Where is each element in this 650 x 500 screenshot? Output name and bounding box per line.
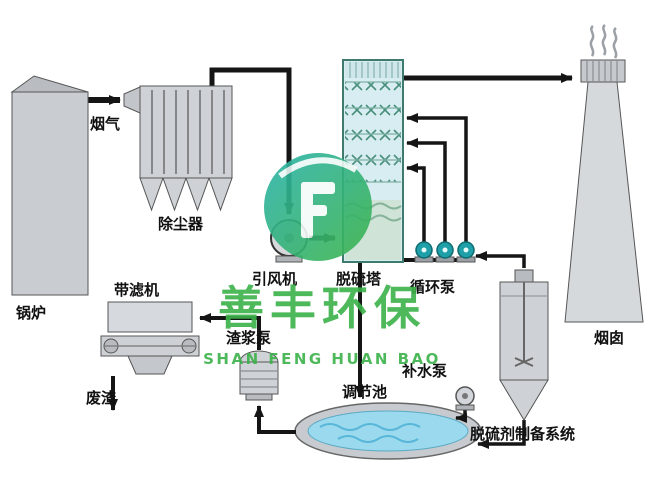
smoke-icon bbox=[589, 25, 595, 57]
chimney bbox=[564, 24, 644, 323]
prep-system-label: 脱硫剂制备系统 bbox=[470, 425, 575, 443]
chimney-label: 烟囱 bbox=[594, 329, 624, 347]
tower-demister bbox=[345, 62, 401, 78]
tray-lines bbox=[345, 81, 401, 183]
chimney-cap bbox=[580, 59, 626, 83]
id-fan-label: 引风机 bbox=[252, 270, 297, 288]
watermark: 善丰环保 SHAN FENG HUAN BAO bbox=[203, 153, 441, 368]
pump-eye bbox=[442, 247, 448, 253]
desulfurizer-prep-tank bbox=[499, 269, 549, 421]
waste-residue-label: 废渣 bbox=[86, 389, 117, 407]
pipe-circulation-1 bbox=[406, 163, 426, 243]
brand-name-en: SHAN FENG HUAN BAO bbox=[203, 350, 441, 368]
pipe-pool-to-slurry-pump bbox=[254, 405, 296, 434]
dust-collector-label: 除尘器 bbox=[158, 215, 204, 233]
hopper bbox=[162, 177, 187, 212]
smoke-icon bbox=[601, 24, 607, 56]
pool-water bbox=[307, 410, 469, 452]
belt-filter-base bbox=[127, 355, 173, 375]
slurry-pump-label: 渣浆泵 bbox=[226, 329, 271, 347]
adjustment-pool bbox=[294, 402, 482, 460]
pool-wave bbox=[319, 423, 421, 431]
slurry-pump bbox=[239, 350, 279, 401]
pipe-prep-to-pool bbox=[477, 420, 526, 449]
circulation-pumps bbox=[414, 241, 476, 263]
hopper bbox=[139, 177, 164, 212]
smoke-icon bbox=[612, 27, 618, 59]
pool-wave bbox=[337, 435, 419, 443]
slurry-pump-dome bbox=[239, 350, 279, 363]
hopper bbox=[185, 177, 210, 212]
pump-eye bbox=[421, 247, 427, 253]
logo-letter-f-icon bbox=[301, 182, 335, 238]
slurry-pump-body bbox=[239, 361, 279, 395]
logo-swoosh-icon bbox=[278, 157, 358, 179]
prep-tank-cone bbox=[499, 379, 549, 421]
pump-eye bbox=[463, 247, 469, 253]
tower-label: 脱硫塔 bbox=[336, 270, 382, 288]
agitator-blades bbox=[514, 357, 534, 367]
hopper bbox=[208, 177, 233, 212]
pipe-prep-feed bbox=[475, 251, 526, 268]
dust-collector-inlet bbox=[123, 86, 141, 114]
bag-rows bbox=[151, 90, 225, 174]
labels: 锅炉 烟气 除尘器 引风机 脱硫塔 循环泵 烟囱 带滤机 渣浆泵 废渣 调节池 … bbox=[16, 115, 624, 443]
spray-zone bbox=[345, 82, 401, 182]
circulation-pump-label: 循环泵 bbox=[410, 278, 455, 296]
cap-hatch bbox=[586, 60, 618, 82]
dust-collector bbox=[123, 85, 233, 212]
dust-collector-body bbox=[139, 85, 233, 179]
belt-filter-hood bbox=[107, 301, 193, 333]
belt-filter-label: 带滤机 bbox=[114, 281, 159, 299]
boiler-body bbox=[11, 91, 89, 296]
boiler-roof bbox=[10, 75, 89, 93]
slurry-pump-base bbox=[245, 393, 273, 401]
makeup-pump-hub bbox=[462, 393, 468, 399]
demister-hatch bbox=[349, 62, 399, 78]
flue-gas-label: 烟气 bbox=[90, 115, 120, 133]
boiler-label: 锅炉 bbox=[16, 304, 46, 322]
makeup-pump-base bbox=[455, 404, 475, 411]
agitator-motor bbox=[514, 269, 534, 283]
chimney-body bbox=[564, 81, 644, 323]
pump-ribs bbox=[240, 370, 278, 388]
belt-filter bbox=[100, 301, 200, 375]
makeup-pump-label: 补水泵 bbox=[401, 362, 447, 380]
adjustment-pool-label: 调节池 bbox=[342, 383, 387, 401]
pipe-circulation-2 bbox=[406, 138, 447, 243]
fan-base bbox=[275, 255, 303, 263]
makeup-water-pump bbox=[455, 386, 475, 411]
pipe-dust-collector-to-fan bbox=[209, 67, 294, 215]
brand-name-cn: 善丰环保 bbox=[218, 281, 426, 335]
boiler bbox=[10, 75, 89, 296]
pipe-slurry-pump-to-belt-filter bbox=[199, 313, 261, 350]
pipe-circulation-3 bbox=[406, 113, 468, 243]
pipes bbox=[88, 67, 573, 449]
